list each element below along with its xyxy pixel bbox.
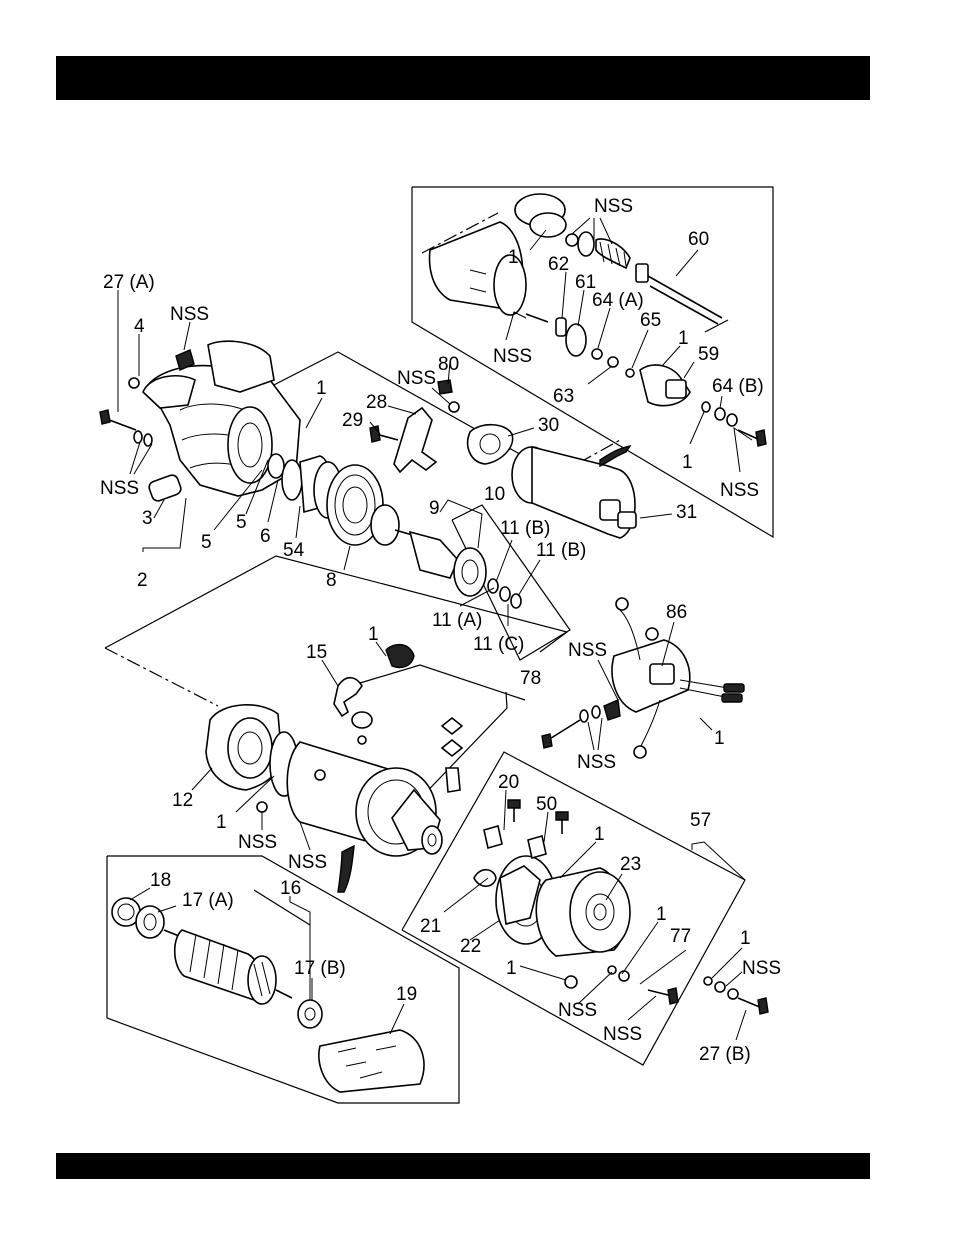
callout-labels: 27 (A) 4 NSS NSS 3 2 5 5 6 54 1 80 NSS 2… (100, 196, 781, 1065)
callout-label: 27 (A) (103, 272, 155, 293)
callout-label: NSS (397, 368, 436, 389)
callout-label: 27 (B) (699, 1044, 751, 1065)
callout-label: 80 (438, 354, 459, 375)
callout-label: 21 (420, 916, 441, 937)
callout-label: 16 (280, 878, 301, 899)
armature-group (112, 898, 424, 1092)
callout-label: 64 (A) (592, 290, 644, 311)
callout-label: 8 (326, 570, 337, 591)
callout-label: 5 (236, 512, 247, 533)
callout-label: 63 (553, 386, 574, 407)
callout-label: 22 (460, 936, 481, 957)
callout-label: 11 (B) (500, 518, 550, 539)
callout-label: NSS (558, 1000, 597, 1021)
magnetic-switch (430, 194, 766, 538)
callout-label: 1 (368, 624, 379, 645)
callout-label: 64 (B) (712, 376, 764, 397)
callout-label: 17 (A) (182, 890, 234, 911)
callout-label: 29 (342, 410, 363, 431)
callout-label: NSS (100, 478, 139, 499)
callout-label: 59 (698, 344, 719, 365)
callout-label: 60 (688, 229, 709, 250)
callout-label: 78 (520, 668, 541, 689)
callout-label: 1 (216, 812, 227, 833)
callout-label: 11 (B) (536, 540, 586, 561)
callout-label: 15 (306, 642, 327, 663)
callout-label: 23 (620, 854, 641, 875)
callout-label: 1 (656, 904, 667, 925)
callout-label: 28 (366, 392, 387, 413)
callout-label: 19 (396, 984, 417, 1005)
callout-label: NSS (568, 640, 607, 661)
callout-label: 6 (260, 526, 271, 547)
callout-label: 12 (172, 790, 193, 811)
callout-label: NSS (493, 346, 532, 367)
callout-label: 5 (201, 532, 212, 553)
callout-label: NSS (288, 852, 327, 873)
callout-label: 9 (429, 498, 440, 519)
callout-label: NSS (577, 752, 616, 773)
callout-label: 2 (137, 570, 148, 591)
callout-label: 1 (506, 958, 517, 979)
callout-label: 11 (A) (432, 610, 482, 631)
callout-label: 1 (682, 452, 693, 473)
callout-label: 54 (283, 540, 305, 561)
callout-label: 4 (134, 316, 145, 337)
callout-label: 57 (690, 810, 711, 831)
callout-label: 30 (538, 415, 559, 436)
callout-label: 1 (508, 247, 519, 268)
callout-label: NSS (238, 832, 277, 853)
callout-label: 1 (594, 824, 605, 845)
callout-label: 62 (548, 254, 569, 275)
callout-label: 86 (666, 602, 687, 623)
brush-holder-cover (474, 800, 768, 1014)
callout-label: 50 (536, 794, 557, 815)
callout-label: 18 (150, 870, 171, 891)
callout-label: 1 (740, 928, 751, 949)
callout-label: 10 (484, 484, 505, 505)
callout-label: 1 (678, 328, 689, 349)
callout-label: 1 (316, 378, 327, 399)
callout-label: 3 (142, 508, 153, 529)
callout-label: 20 (498, 772, 519, 793)
callout-label: NSS (720, 480, 759, 501)
callout-label: 31 (676, 502, 697, 523)
callout-label: 11 (C) (473, 634, 524, 655)
callout-label: 65 (640, 310, 661, 331)
callout-label: 77 (670, 926, 691, 947)
callout-label: 1 (714, 728, 725, 749)
callout-label: 17 (B) (294, 958, 346, 979)
footer-bar (56, 1153, 870, 1179)
callout-label: NSS (742, 958, 781, 979)
callout-label: NSS (170, 304, 209, 325)
yoke-assembly (206, 645, 462, 892)
callout-label: NSS (603, 1024, 642, 1045)
callout-label: NSS (594, 196, 633, 217)
